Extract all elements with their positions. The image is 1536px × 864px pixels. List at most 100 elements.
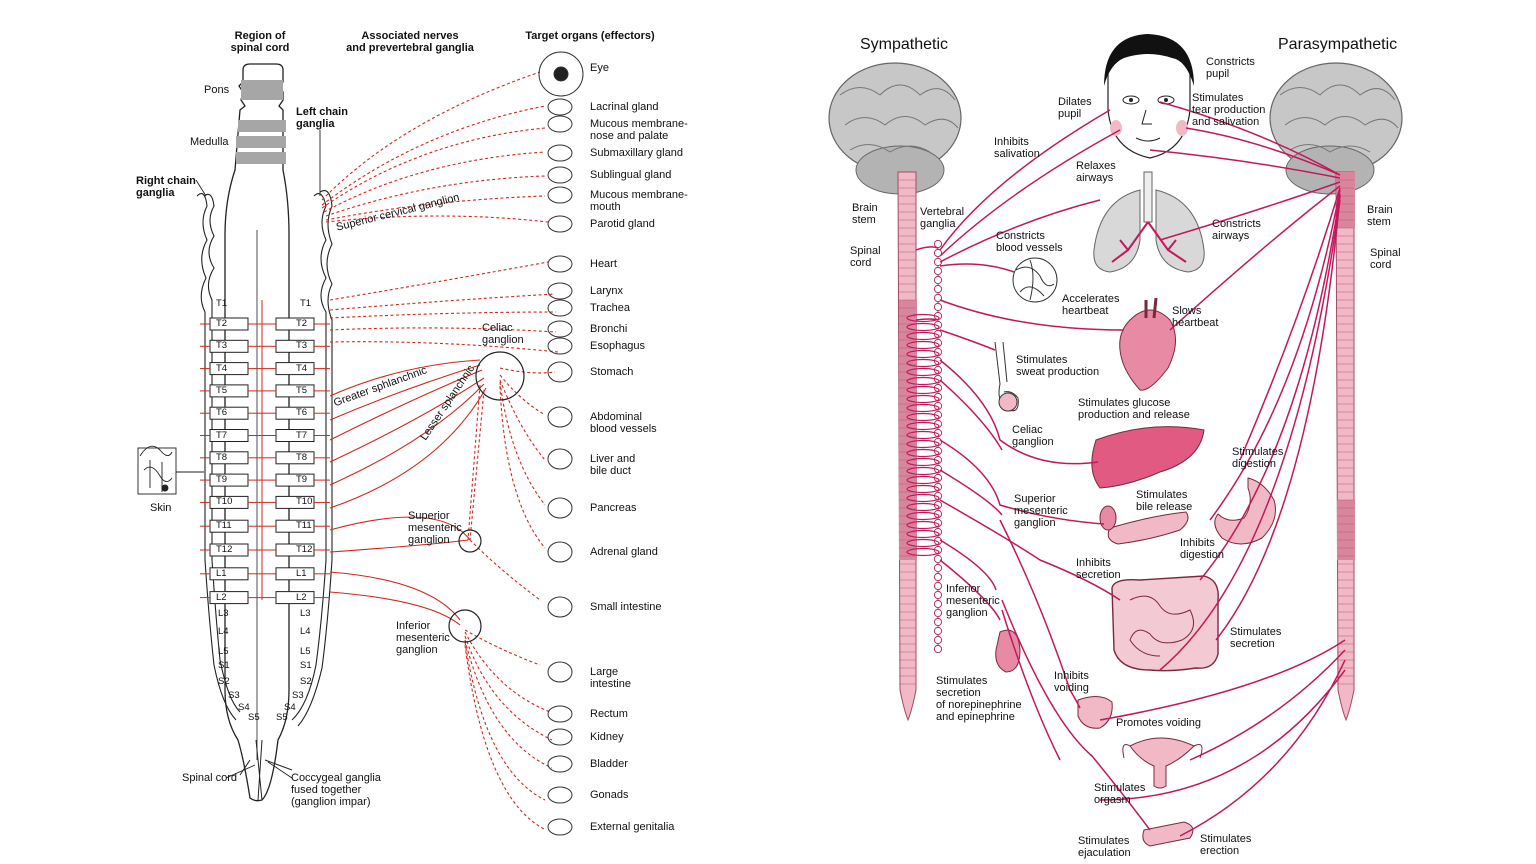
segment-label-left: S2 — [218, 676, 230, 687]
organ-icon — [547, 255, 573, 273]
target-label: Bronchi — [590, 323, 628, 335]
segment-box-right — [275, 429, 315, 442]
segment-label-left: T3 — [216, 340, 228, 352]
ganglion-coil — [906, 394, 940, 404]
ganglion-bead — [933, 284, 943, 294]
kidney — [995, 629, 1021, 673]
heart — [1119, 297, 1176, 391]
organ-icon — [547, 596, 573, 618]
ganglion-coil — [906, 466, 940, 476]
ganglion-bead — [933, 266, 943, 276]
label-spinal-cord-right: Spinal cord — [1370, 247, 1401, 271]
nerve-line — [1179, 659, 1346, 837]
nerve-line — [939, 129, 1121, 257]
segment-label-left: T9 — [216, 474, 228, 486]
segment-label-left: S5 — [248, 712, 260, 723]
segment-label-right: L1 — [296, 567, 307, 579]
nerve-line — [1159, 199, 1341, 671]
segment-box-right — [275, 591, 315, 605]
ganglion-coil — [906, 340, 940, 350]
target-label: Mucous membrane- mouth — [590, 189, 688, 213]
intestines — [1111, 575, 1219, 672]
target-label: Small intestine — [590, 601, 662, 613]
organ-icon — [547, 705, 573, 723]
ganglion-coil — [906, 403, 940, 413]
ganglion-coil — [906, 502, 940, 512]
ganglion-coil — [906, 547, 940, 557]
nerve-line — [1215, 195, 1341, 641]
nerve-line — [915, 318, 939, 321]
segment-label-left: L3 — [218, 608, 229, 619]
segment-label-right: T11 — [296, 520, 312, 532]
segment-label-right: T5 — [296, 384, 308, 396]
effect-stim-sweat: Stimulates sweat production — [1016, 354, 1100, 378]
ganglion-bead — [933, 293, 943, 303]
segment-label-left: L2 — [216, 591, 227, 603]
segment-label-left: L1 — [216, 567, 227, 579]
nerve-line — [939, 559, 1001, 621]
nerve-line — [939, 329, 996, 351]
ganglia-coils — [906, 313, 940, 557]
segment-box-right — [275, 317, 315, 331]
left-organ-icons — [538, 51, 584, 836]
organ-icon — [547, 361, 573, 383]
segment-box-right — [275, 384, 315, 398]
nerve-line — [939, 469, 1003, 516]
segment-label-right: L2 — [296, 591, 307, 603]
organ-icon — [547, 406, 573, 428]
label-inferior-mesenteric: Inferior mesenteric ganglion — [396, 620, 450, 656]
ganglion-bead — [933, 617, 943, 627]
label-brain-stem-right: Brain stem — [1367, 204, 1393, 228]
ganglion-coil — [906, 484, 940, 494]
effect-relaxes-airways: Relaxes airways — [1076, 160, 1116, 184]
label-spinal-cord-left: Spinal cord — [850, 245, 881, 269]
organ-icon — [547, 786, 573, 804]
nerve-line — [1001, 599, 1151, 831]
target-label: Kidney — [590, 731, 624, 743]
nerve-line — [1099, 669, 1346, 801]
ganglion-bead — [933, 608, 943, 618]
label-superior-mesenteric: Superior mesenteric ganglion — [408, 510, 462, 546]
segment-label-right: S5 — [276, 712, 288, 723]
effect-stim-erection: Stimulates erection — [1200, 833, 1252, 857]
nerve-line — [1159, 181, 1341, 241]
nerve-line — [939, 499, 1121, 601]
ganglion-circles — [448, 351, 525, 643]
segment-label-right: S1 — [300, 660, 312, 671]
segment-label-right: S4 — [284, 702, 296, 713]
target-label: Eye — [590, 62, 609, 74]
ganglion-coil — [906, 385, 940, 395]
segment-label-right: T12 — [296, 544, 313, 555]
bladder — [1077, 696, 1113, 729]
effect-constricts-airways: Constricts airways — [1212, 218, 1261, 242]
label-skin: Skin — [150, 502, 172, 514]
effect-constricts-pupil: Constricts pupil — [1206, 56, 1255, 80]
nerve-line — [939, 379, 1003, 451]
segment-label-left: T11 — [216, 520, 232, 532]
nerve-line — [1099, 639, 1346, 721]
label-spinal-cord: Spinal cord — [182, 772, 238, 784]
nerve-line — [1209, 189, 1341, 521]
target-label: Abdominal blood vessels — [590, 411, 657, 435]
segment-box-right — [275, 339, 315, 353]
label-right-chain: Right chain ganglia — [136, 175, 196, 199]
effect-inhibits-secretion: Inhibits secretion — [1076, 557, 1121, 581]
blood-vessels — [1012, 257, 1058, 303]
ganglion-bead — [933, 275, 943, 285]
ganglion-bead — [933, 563, 943, 573]
target-label: Adrenal gland — [590, 546, 658, 558]
brain-sympathetic — [828, 62, 962, 195]
organ-icon — [547, 215, 573, 233]
effect-stim-tear: Stimulates tear production and salivatio… — [1192, 92, 1266, 128]
organ-icon — [547, 186, 573, 204]
segment-label-right: S2 — [300, 676, 312, 687]
segment-label-right: T2 — [296, 318, 308, 329]
nerve-line — [939, 359, 1099, 465]
ganglion-coil — [906, 349, 940, 359]
organ-icon — [547, 755, 573, 773]
ganglion-bead — [933, 554, 943, 564]
face-illustration — [1104, 34, 1194, 159]
nerve-line — [939, 539, 997, 591]
ganglion-bead — [933, 248, 943, 258]
ganglion-bead — [933, 635, 943, 645]
